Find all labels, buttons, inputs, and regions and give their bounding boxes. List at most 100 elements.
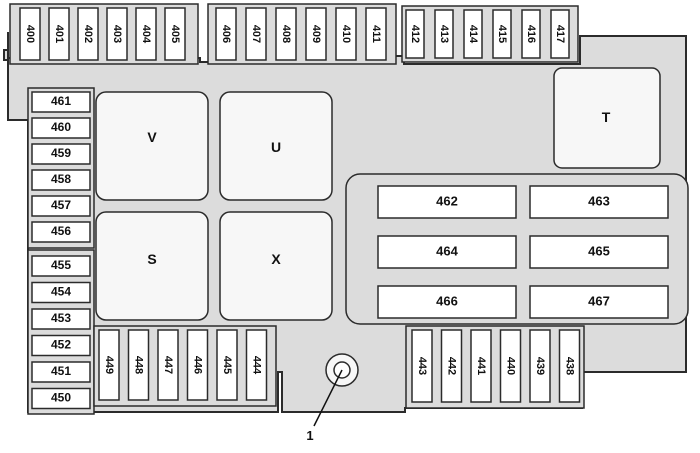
fuse-465 <box>529 235 669 269</box>
fuse-label-460: 460 <box>51 120 71 134</box>
fuse-415 <box>492 9 512 59</box>
fuse-label-403: 403 <box>111 25 123 43</box>
fuse-label-442: 442 <box>446 357 458 375</box>
fuse-416 <box>521 9 541 59</box>
fuse-label-452: 452 <box>51 338 71 352</box>
fuse-412 <box>405 9 425 59</box>
fuse-label-450: 450 <box>51 391 71 405</box>
fuse-label-417: 417 <box>554 25 566 43</box>
relay-u-label: U <box>271 139 281 155</box>
fuse-458 <box>31 169 91 191</box>
relay-s-label: S <box>147 251 156 267</box>
fuse-448 <box>127 329 150 401</box>
relay-v-block <box>95 91 209 201</box>
fuse-group-left-lower: 455 454 453 452 451 450 <box>31 255 91 410</box>
fuse-457 <box>31 195 91 217</box>
fuse-453 <box>31 308 91 330</box>
fuse-400 <box>19 7 41 61</box>
fuse-label-445: 445 <box>221 356 233 374</box>
fuse-strip-left-lower <box>27 249 95 415</box>
fuse-414 <box>463 9 483 59</box>
fuse-447 <box>157 329 179 401</box>
fuse-442 <box>440 329 463 403</box>
fuse-466 <box>377 285 517 319</box>
fuse-label-446: 446 <box>192 356 204 374</box>
fuse-438 <box>558 329 581 403</box>
fuse-label-400: 400 <box>24 25 36 43</box>
fuse-strip-bottom-left <box>93 325 277 407</box>
relay-x-block <box>219 211 333 321</box>
fuse-label-455: 455 <box>51 258 71 272</box>
fuse-409 <box>305 7 327 61</box>
fuse-402 <box>77 7 99 61</box>
fuse-450 <box>31 387 91 410</box>
fuse-label-413: 413 <box>438 25 450 43</box>
fuse-460 <box>31 117 91 139</box>
fuse-417 <box>550 9 570 59</box>
fuse-413 <box>434 9 454 59</box>
fuse-406 <box>215 7 237 61</box>
fuse-label-448: 448 <box>133 356 145 374</box>
fuse-label-441: 441 <box>475 357 487 375</box>
fuse-label-467: 467 <box>588 293 610 308</box>
fuse-456 <box>31 221 91 243</box>
fuse-label-409: 409 <box>310 25 322 43</box>
fuse-group-top-mid: 406 407 408 409 410 411 <box>215 7 387 61</box>
fuse-439 <box>529 329 551 403</box>
fuse-label-401: 401 <box>53 25 65 43</box>
fuse-label-454: 454 <box>51 285 71 299</box>
fuse-405 <box>164 7 186 61</box>
fuse-label-412: 412 <box>409 25 421 43</box>
fuse-444 <box>245 329 268 401</box>
fuse-label-447: 447 <box>162 356 174 374</box>
fuse-449 <box>98 329 120 401</box>
fuse-label-414: 414 <box>467 25 479 44</box>
fuse-strip-top-mid <box>207 3 397 65</box>
fuse-label-416: 416 <box>525 25 537 43</box>
callout-label: 1 <box>306 428 313 443</box>
fuse-label-404: 404 <box>140 25 152 44</box>
fuse-strip-bottom-right <box>405 325 585 409</box>
fuse-label-438: 438 <box>564 357 576 375</box>
fuse-463 <box>529 185 669 219</box>
fuse-label-410: 410 <box>340 25 352 43</box>
fuse-label-411: 411 <box>370 25 382 43</box>
fuse-label-453: 453 <box>51 311 71 325</box>
fuse-label-462: 462 <box>436 193 458 208</box>
fuse-label-406: 406 <box>220 25 232 43</box>
fuse-454 <box>31 281 91 304</box>
fuse-464 <box>377 235 517 269</box>
fuse-label-464: 464 <box>436 243 458 258</box>
relay-s-block <box>95 211 209 321</box>
relays: V U S X T <box>95 67 661 321</box>
fuse-455 <box>31 255 91 277</box>
fuse-label-408: 408 <box>280 25 292 43</box>
fuse-404 <box>135 7 157 61</box>
fuse-label-407: 407 <box>250 25 262 43</box>
fuse-label-461: 461 <box>51 94 71 108</box>
fuse-label-463: 463 <box>588 193 610 208</box>
fuse-label-459: 459 <box>51 146 71 160</box>
fuse-label-457: 457 <box>51 198 71 212</box>
fuse-462 <box>377 185 517 219</box>
fuse-441 <box>470 329 492 403</box>
fuse-403 <box>106 7 128 61</box>
fuse-452 <box>31 334 91 357</box>
fuse-label-451: 451 <box>51 364 71 378</box>
relay-t-block <box>553 67 661 169</box>
fuse-461 <box>31 91 91 113</box>
fuse-label-444: 444 <box>251 356 263 375</box>
fuse-407 <box>245 7 267 61</box>
relay-t-label: T <box>602 109 611 125</box>
fuse-446 <box>186 329 209 401</box>
fuse-401 <box>48 7 70 61</box>
relay-v-label: V <box>147 129 157 145</box>
fuse-label-458: 458 <box>51 172 71 186</box>
fuse-443 <box>411 329 433 403</box>
fuse-label-443: 443 <box>416 357 428 375</box>
